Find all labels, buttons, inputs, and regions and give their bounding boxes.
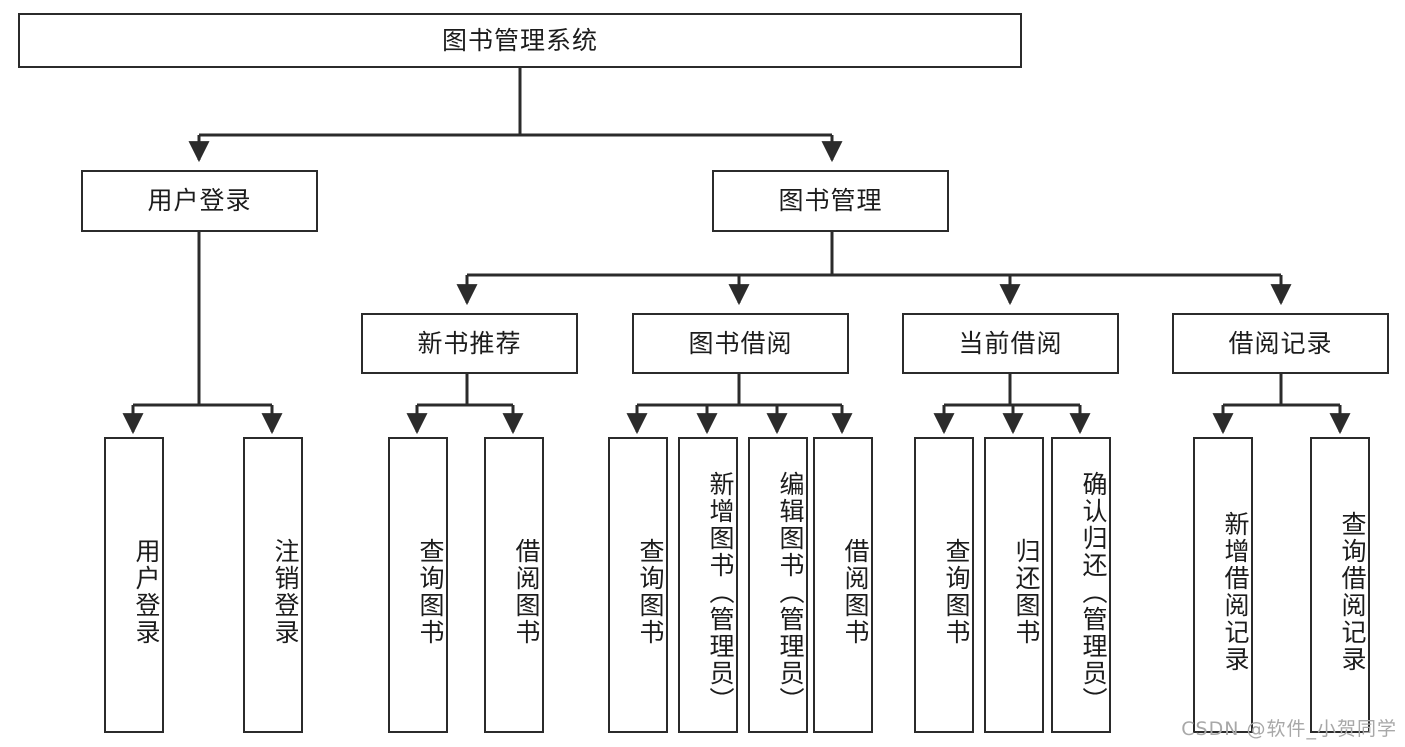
node-borrow-record-label: 借阅记录 (1228, 328, 1333, 358)
node-book-borrow[interactable]: 图书借阅 (632, 313, 849, 374)
node-leaf-query-book-1-label: 查询图书 (416, 538, 445, 646)
node-leaf-query-book-2-label: 查询图书 (636, 538, 665, 646)
node-book-borrow-label: 图书借阅 (688, 328, 793, 358)
node-leaf-borrow-book-1[interactable]: 借阅图书 (484, 437, 544, 733)
node-root[interactable]: 图书管理系统 (18, 13, 1022, 68)
node-leaf-logout-login[interactable]: 注销登录 (243, 437, 303, 733)
node-current-borrow[interactable]: 当前借阅 (902, 313, 1119, 374)
node-borrow-record[interactable]: 借阅记录 (1172, 313, 1389, 374)
node-leaf-borrow-book-2[interactable]: 借阅图书 (813, 437, 873, 733)
node-leaf-logout-login-label: 注销登录 (271, 538, 300, 646)
node-root-label: 图书管理系统 (441, 25, 598, 55)
node-leaf-borrow-book-1-label: 借阅图书 (512, 538, 541, 646)
node-leaf-return-book[interactable]: 归还图书 (984, 437, 1044, 733)
node-leaf-query-borrow-record[interactable]: 查询借阅记录 (1310, 437, 1370, 733)
node-leaf-edit-book-admin-label: 编辑图书（管理员） (776, 470, 805, 714)
node-leaf-user-login-label: 用户登录 (132, 538, 161, 646)
node-leaf-query-book-2[interactable]: 查询图书 (608, 437, 668, 733)
node-book-manage-label: 图书管理 (778, 186, 883, 215)
node-leaf-confirm-return-admin-label: 确认归还（管理员） (1079, 470, 1108, 714)
node-user-login[interactable]: 用户登录 (81, 170, 318, 232)
node-leaf-user-login[interactable]: 用户登录 (104, 437, 164, 733)
node-leaf-borrow-book-2-label: 借阅图书 (841, 538, 870, 646)
node-user-login-label: 用户登录 (147, 186, 252, 215)
node-leaf-query-book-3-label: 查询图书 (942, 538, 971, 646)
node-leaf-query-book-1[interactable]: 查询图书 (388, 437, 448, 733)
node-leaf-query-book-3[interactable]: 查询图书 (914, 437, 974, 733)
node-leaf-return-book-label: 归还图书 (1012, 538, 1041, 646)
node-leaf-query-borrow-record-label: 查询借阅记录 (1338, 511, 1367, 673)
node-leaf-add-borrow-record[interactable]: 新增借阅记录 (1193, 437, 1253, 733)
watermark-text: CSDN @软件_小贺同学 (1181, 718, 1397, 740)
node-new-book-recommend-label: 新书推荐 (417, 328, 522, 358)
node-current-borrow-label: 当前借阅 (958, 328, 1063, 358)
node-book-manage[interactable]: 图书管理 (712, 170, 949, 232)
node-new-book-recommend[interactable]: 新书推荐 (361, 313, 578, 374)
node-leaf-add-borrow-record-label: 新增借阅记录 (1221, 511, 1250, 673)
node-leaf-add-book-admin[interactable]: 新增图书（管理员） (678, 437, 738, 733)
node-leaf-edit-book-admin[interactable]: 编辑图书（管理员） (748, 437, 808, 733)
node-leaf-confirm-return-admin[interactable]: 确认归还（管理员） (1051, 437, 1111, 733)
node-leaf-add-book-admin-label: 新增图书（管理员） (706, 470, 735, 714)
